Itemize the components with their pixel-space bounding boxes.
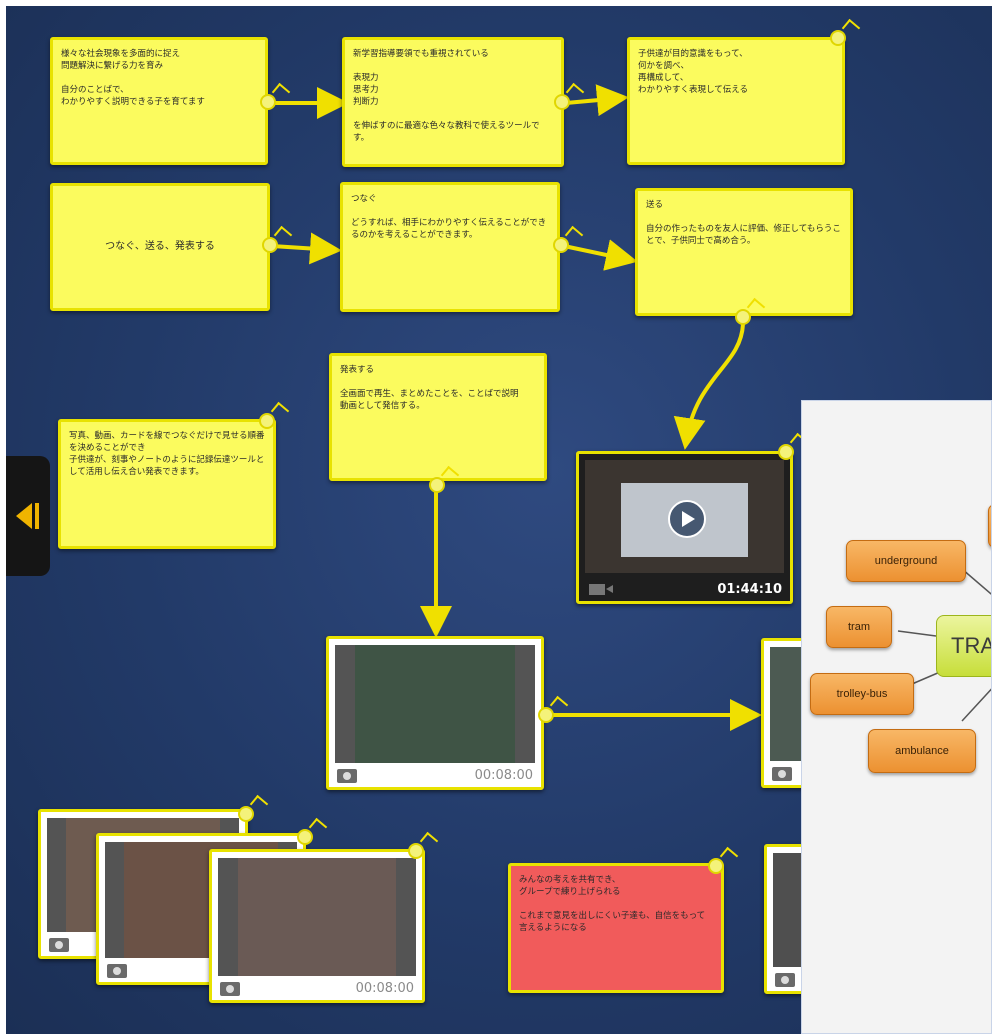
photo-duration: 00:08:00 — [474, 768, 533, 783]
video-camera-icon — [589, 584, 613, 595]
share-handle[interactable] — [830, 30, 846, 46]
share-handle[interactable] — [259, 413, 275, 429]
link-6-video — [673, 323, 745, 450]
card-purpose[interactable]: 子供達が目的意識をもって、 何かを調べ、 再構成して、 わかりやすく表現して伝え… — [627, 37, 845, 165]
share-handle[interactable] — [708, 858, 724, 874]
connector-handle[interactable] — [429, 477, 445, 493]
camera-icon — [775, 973, 795, 987]
mindmap-node-top[interactable] — [988, 504, 991, 548]
connector-handle[interactable] — [262, 237, 278, 253]
camera-icon — [337, 769, 357, 783]
card-connect-send-present[interactable]: つなぐ、送る、発表する — [50, 183, 270, 311]
card-curriculum[interactable]: 新学習指導要領でも重視されている 表現力 思考力 判断力 を伸ばすのに最適な色々… — [342, 37, 564, 167]
play-icon[interactable] — [667, 499, 706, 538]
share-handle[interactable] — [238, 806, 254, 822]
connector-handle[interactable] — [538, 707, 554, 723]
photo-stack-card-3[interactable]: 00:08:00 — [209, 849, 425, 1003]
mindmap-node-tram[interactable]: tram — [826, 606, 892, 648]
video-card[interactable]: 01:44:10 — [576, 451, 793, 604]
card-goal[interactable]: 様々な社会現象を多面的に捉え 問題解決に繋げる力を育み 自分のことばで、 わかり… — [50, 37, 268, 165]
video-thumbnail — [585, 460, 784, 573]
mindmap-node-underground[interactable]: underground — [846, 540, 966, 582]
link-5-6 — [563, 239, 638, 271]
connector-lines — [271, 84, 762, 731]
share-handle[interactable] — [297, 829, 313, 845]
card-present[interactable]: 発表する 全画面で再生、まとめたことを、ことばで説明 動画として発信する。 — [329, 353, 547, 481]
camera-icon — [107, 964, 127, 978]
connector-handle[interactable] — [553, 237, 569, 253]
card-connect[interactable]: つなぐ どうすれば、相手にわかりやすく伝えることができるのかを考えることができま… — [340, 182, 560, 312]
connector-handle[interactable] — [260, 94, 276, 110]
share-handle[interactable] — [408, 843, 424, 859]
link-2-3 — [565, 84, 629, 117]
card-sharing[interactable]: みんなの考えを共有でき、 グループで練り上げられる これまで意見を出しにくい子達… — [508, 863, 724, 993]
mindmap-node-trolley-bus[interactable]: trolley-bus — [810, 673, 914, 715]
mindmap-node-ambulance[interactable]: ambulance — [868, 729, 976, 773]
camera-icon — [220, 982, 240, 996]
card-send[interactable]: 送る 自分の作ったものを友人に評価、修正してもらうことで、子供同士で高め合う。 — [635, 188, 853, 316]
video-duration: 01:44:10 — [717, 582, 782, 597]
connector-handle[interactable] — [735, 309, 751, 325]
photo-thumbnail — [218, 858, 416, 976]
photo-card[interactable]: 00:08:00 — [326, 636, 544, 790]
share-handle[interactable] — [778, 444, 794, 460]
mindmap-links — [897, 568, 991, 722]
mindmap-panel: underground tram TRA trolley-bus ambulan… — [801, 400, 992, 1034]
camera-icon — [772, 767, 792, 781]
link-4-5 — [271, 232, 342, 265]
arrow-bar-icon — [35, 503, 39, 529]
photo-duration: 00:08:00 — [355, 981, 414, 996]
photo-thumbnail — [335, 645, 535, 763]
camera-icon — [49, 938, 69, 952]
card-tool-description[interactable]: 写真、動画、カードを線でつなぐだけで見せる順番を決めることができ 子供達が、刻事… — [58, 419, 276, 549]
connector-handle[interactable] — [554, 94, 570, 110]
arrow-left-icon — [16, 503, 32, 529]
mindmap-center[interactable]: TRA — [936, 615, 991, 677]
sidebar-toggle[interactable] — [6, 456, 50, 576]
